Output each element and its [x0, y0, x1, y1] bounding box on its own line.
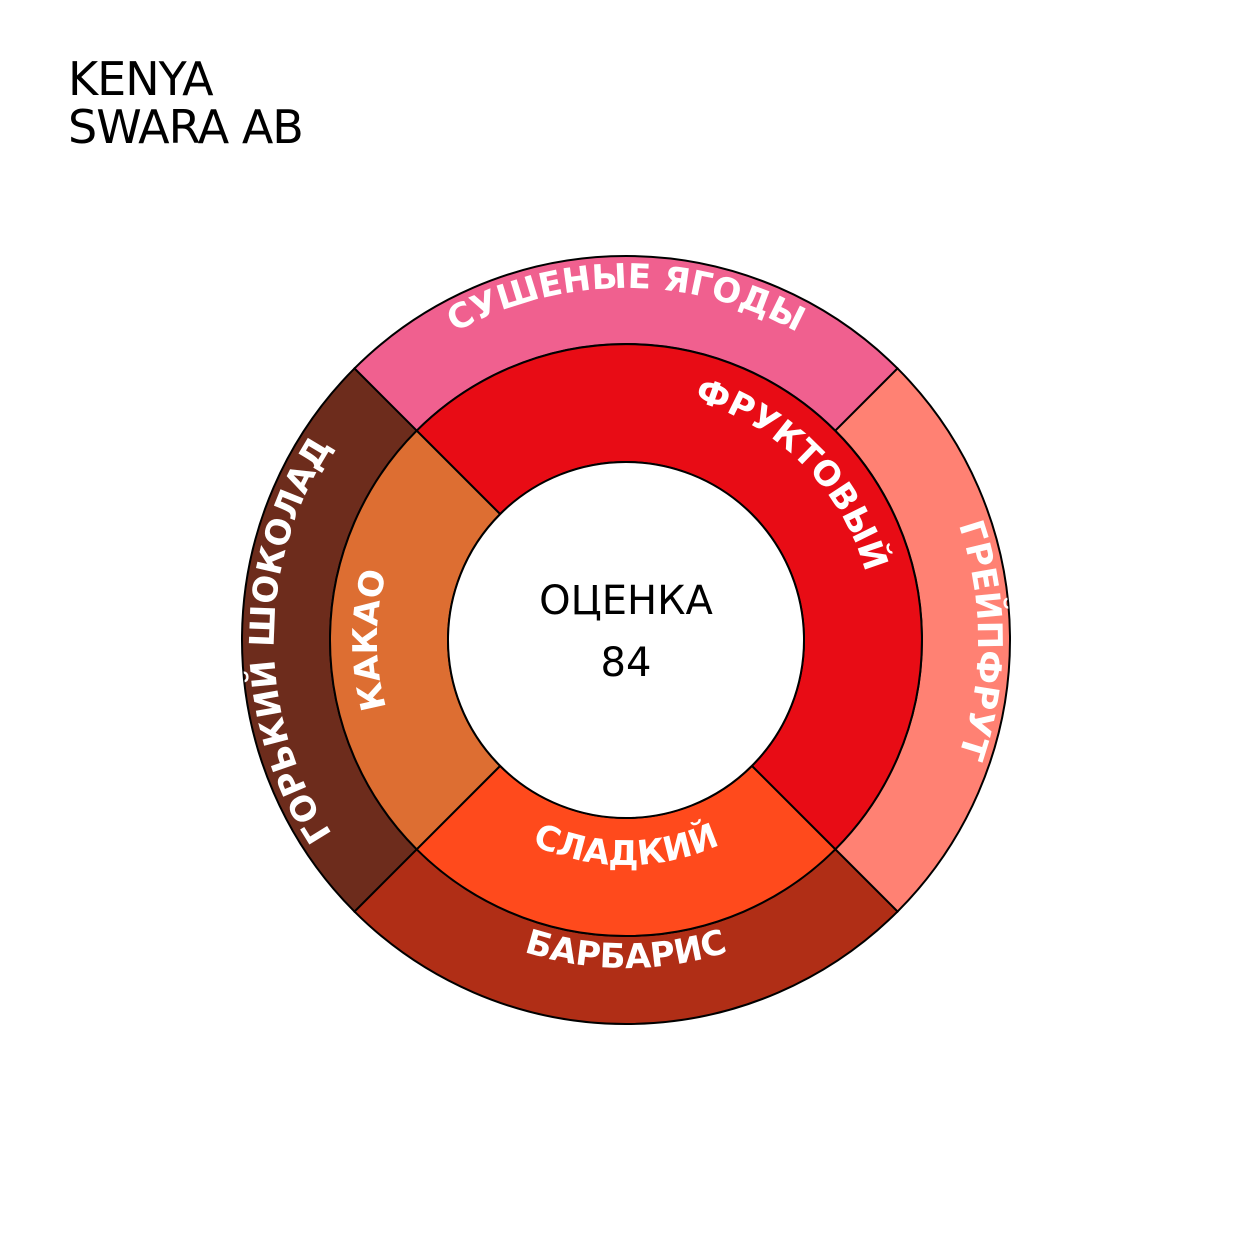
inner-ring — [329, 343, 923, 937]
center-circle — [447, 461, 805, 819]
page-title: KENYA SWARA AB — [68, 52, 304, 154]
title-line-1: KENYA — [68, 52, 214, 106]
center-label-line-1: ОЦЕНКА — [539, 578, 713, 624]
center-score: 84 — [601, 640, 652, 686]
title-line-2: SWARA AB — [68, 100, 304, 154]
